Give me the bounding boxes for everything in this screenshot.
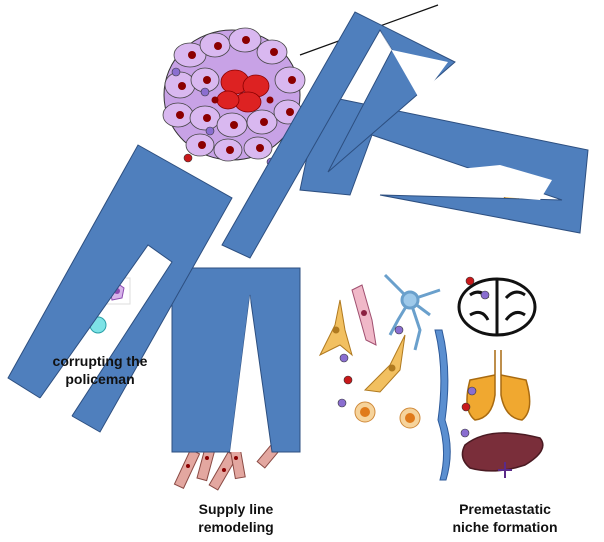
label-corrupting-policeman: corrupting the policeman <box>40 352 160 388</box>
neuron-cell <box>383 273 441 351</box>
arrow-shape-top <box>221 11 456 259</box>
label-supply-line1: Supply line <box>198 501 274 517</box>
arrow-shapes <box>7 11 589 453</box>
tumor-cluster <box>162 27 306 162</box>
blue-endothelial-cell <box>434 329 451 481</box>
label-corrupting-line1: corrupting the <box>52 353 148 369</box>
arrow-shape-right <box>299 94 589 234</box>
liver-icon <box>461 432 544 478</box>
label-supply-line2: remodeling <box>198 519 274 535</box>
immune-cell <box>354 401 421 429</box>
label-premetastatic: Premetastatic niche formation <box>430 500 580 536</box>
brain-icon <box>457 277 537 337</box>
lung-icon <box>466 350 531 421</box>
arrow-shape-lower-center <box>171 267 301 453</box>
label-premetastatic-line1: Premetastatic <box>459 501 551 517</box>
label-supply-line: Supply line remodeling <box>176 500 296 536</box>
pink-spindle-cell <box>351 284 377 346</box>
label-corrupting-line2: policeman <box>65 371 135 387</box>
arrow-notches <box>30 30 552 452</box>
label-premetastatic-line2: niche formation <box>452 519 558 535</box>
